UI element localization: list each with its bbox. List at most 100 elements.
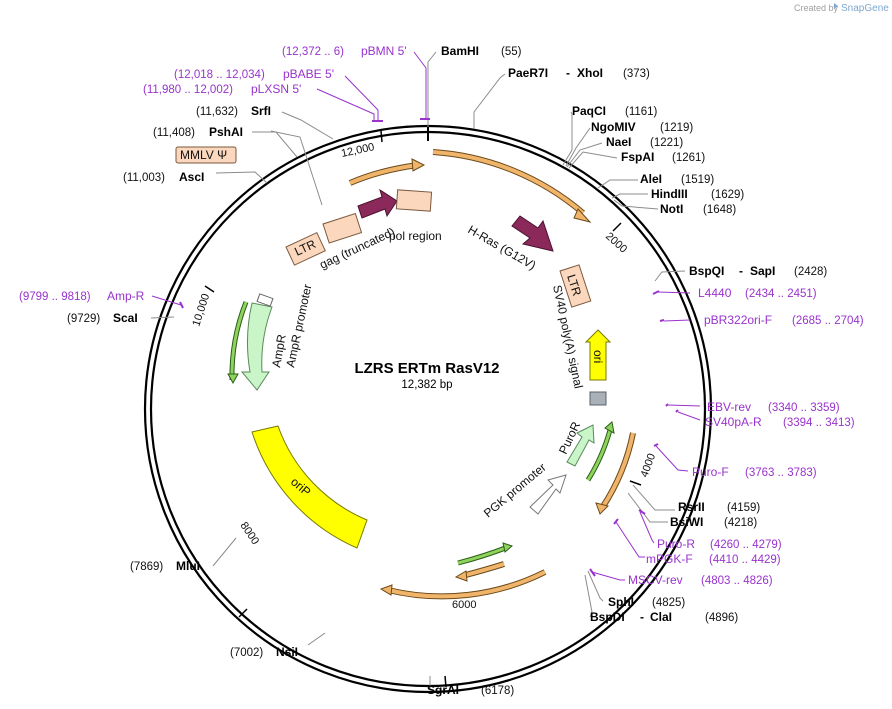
enzyme-label-fspai[interactable]: FspAI (1261) [621,150,705,164]
svg-text:mPGK-F: mPGK-F [646,552,693,566]
svg-text:(1648): (1648) [703,204,736,216]
svg-text:(11,980 .. 12,002): (11,980 .. 12,002) [143,84,233,96]
svg-text:NgoMIV: NgoMIV [591,120,636,134]
enzyme-label-bsiwi[interactable]: BsiWI (4218) [670,515,757,529]
mmlv-psi-arrow [357,188,398,219]
enzyme-label-noti[interactable]: NotI (1648) [660,202,736,216]
svg-text:SgrAI: SgrAI [427,683,459,697]
svg-text:EBV-rev: EBV-rev [707,400,751,414]
enzyme-label-bspqi-sapi[interactable]: BspQI - SapI (2428) [689,264,827,278]
primer-label-pbmn5[interactable]: (12,372 .. 6) pBMN 5' [282,44,407,58]
tick-label-6000: 6000 [452,599,476,611]
svg-text:(3340 .. 3359): (3340 .. 3359) [768,402,840,414]
enzyme-label-ngomiv[interactable]: NgoMIV (1219) [591,120,693,134]
pgk-promoter-feature[interactable]: PGK promoter [481,460,567,520]
enzyme-label-naei[interactable]: NaeI (1221) [606,135,683,149]
svg-text:Puro-F: Puro-F [692,465,729,479]
svg-text:(3394 .. 3413): (3394 .. 3413) [783,417,855,429]
primer-label-l4440[interactable]: L4440 (2434 .. 2451) [698,286,817,300]
svg-text:SapI: SapI [750,264,775,278]
hras-feature[interactable]: H-Ras (G12V) [466,215,554,273]
svg-text:(2428): (2428) [794,266,827,278]
svg-text:(1519): (1519) [681,174,714,186]
svg-text:PaqCI: PaqCI [572,104,606,118]
ltr-right-feature[interactable]: LTR [559,264,592,308]
svg-text:MluI: MluI [176,559,200,573]
primer-leader-lines [151,51,701,581]
ltr-left-feature[interactable]: LTR [285,231,326,266]
svg-text:ClaI: ClaI [650,610,672,624]
svg-text:BspQI: BspQI [689,264,724,278]
enzyme-label-bamhi[interactable]: BamHI (55) [441,44,522,58]
svg-text:XhoI: XhoI [577,66,603,80]
snapgene-brand[interactable]: SnapGene [841,3,889,14]
svg-text:NaeI: NaeI [606,135,631,149]
enzyme-label-bspdi-clai[interactable]: BspDI - ClaI (4896) [590,610,738,624]
svg-text:(55): (55) [501,46,522,58]
svg-text:(3763 .. 3783): (3763 .. 3783) [745,467,817,479]
primer-label-pbr322ori-f[interactable]: pBR322ori-F (2685 .. 2704) [704,313,864,327]
svg-text:-: - [640,610,644,624]
primer-label-mscv-rev[interactable]: MSCV-rev (4803 .. 4826) [628,573,773,587]
mmlv-psi-box[interactable]: MMLV Ψ [175,146,237,164]
plasmid-size: 12,382 bp [401,379,452,391]
enzyme-label-sgrai[interactable]: SgrAI (6178) [427,683,514,697]
svg-text:(1219): (1219) [660,122,693,134]
svg-text:(4260 .. 4279): (4260 .. 4279) [710,539,782,551]
sv40-polya-box[interactable] [589,391,607,406]
svg-text:pBR322ori-F: pBR322ori-F [704,313,772,327]
svg-text:(11,632): (11,632) [196,106,238,118]
tick-label-8000: 8000 [238,520,262,547]
enzyme-label-paer7i-xhoi[interactable]: PaeR7I - XhoI (373) [508,66,650,80]
enzyme-label-pshai[interactable]: (11,408) PshAI [153,125,243,139]
primer-label-sv40pa-r[interactable]: SV40pA-R (3394 .. 3413) [705,415,855,429]
enzyme-label-srfi[interactable]: (11,632) SrfI [196,104,271,118]
gag-feature[interactable]: gag (truncated) [317,212,397,272]
svg-text:SV40pA-R: SV40pA-R [705,415,762,429]
ampr-feature[interactable]: AmpR AmpR promoter [240,283,315,391]
svg-text:(1261): (1261) [672,152,705,164]
svg-text:AleI: AleI [640,172,662,186]
orip-feature[interactable]: oriP [251,425,368,549]
svg-text:(373): (373) [623,68,650,80]
primer-label-mpgk-f[interactable]: mPGK-F (4410 .. 4429) [646,552,781,566]
enzyme-label-rsrii[interactable]: RsrII (4159) [678,500,760,514]
svg-text:(2434 .. 2451): (2434 .. 2451) [745,288,817,300]
primer-label-plxsn5[interactable]: (11,980 .. 12,002) pLXSN 5' [143,82,301,96]
ori-feature[interactable]: ori [584,329,612,381]
svg-text:RsrII: RsrII [678,500,705,514]
enzyme-label-nsii[interactable]: (7002) NsiI [230,645,298,659]
primer-label-amp-r[interactable]: (9799 .. 9818) Amp-R [19,289,145,303]
enzyme-label-hindiii[interactable]: HindIII (1629) [651,187,744,201]
svg-text:(6178): (6178) [481,685,514,697]
enzyme-label-scai[interactable]: (9729) ScaI [67,311,138,325]
primer-label-pbabe5[interactable]: (12,018 .. 12,034) pBABE 5' [174,67,334,81]
pol-region-feature[interactable]: pol region [389,189,442,243]
svg-text:SrfI: SrfI [251,104,271,118]
svg-text:MSCV-rev: MSCV-rev [628,573,683,587]
primer-label-puro-f[interactable]: Puro-F (3763 .. 3783) [692,465,817,479]
svg-text:pLXSN 5': pLXSN 5' [251,82,301,96]
svg-text:(11,003): (11,003) [123,172,165,184]
enzyme-label-mlui[interactable]: (7869) MluI [130,559,200,573]
enzyme-label-sphi[interactable]: SphI (4825) [608,595,685,609]
puror-feature[interactable]: PuroR [556,419,595,467]
svg-text:pBMN 5': pBMN 5' [361,44,407,58]
svg-text:NotI: NotI [660,202,683,216]
svg-text:(4825): (4825) [652,597,685,609]
ori-label: ori [591,350,605,363]
enzyme-label-asci[interactable]: (11,003) AscI [123,170,204,184]
svg-text:(12,018 .. 12,034): (12,018 .. 12,034) [174,69,265,81]
tick-label-2000: 2000 [603,230,629,255]
enzyme-label-alei[interactable]: AleI (1519) [640,172,714,186]
ampr-promoter-label: AmpR promoter [283,283,314,369]
mmlv-psi-label: MMLV Ψ [180,148,227,162]
svg-text:HindIII: HindIII [651,187,688,201]
svg-text:(4803 .. 4826): (4803 .. 4826) [701,575,773,587]
primer-label-ebv-rev[interactable]: EBV-rev (3340 .. 3359) [707,400,840,414]
primer-label-puro-r[interactable]: Puro-R (4260 .. 4279) [657,537,782,551]
svg-text:(7869): (7869) [130,561,163,573]
created-by-credit: Created by [794,3,839,13]
svg-text:(9729): (9729) [67,313,100,325]
enzyme-label-paqci[interactable]: PaqCI (1161) [572,104,658,118]
